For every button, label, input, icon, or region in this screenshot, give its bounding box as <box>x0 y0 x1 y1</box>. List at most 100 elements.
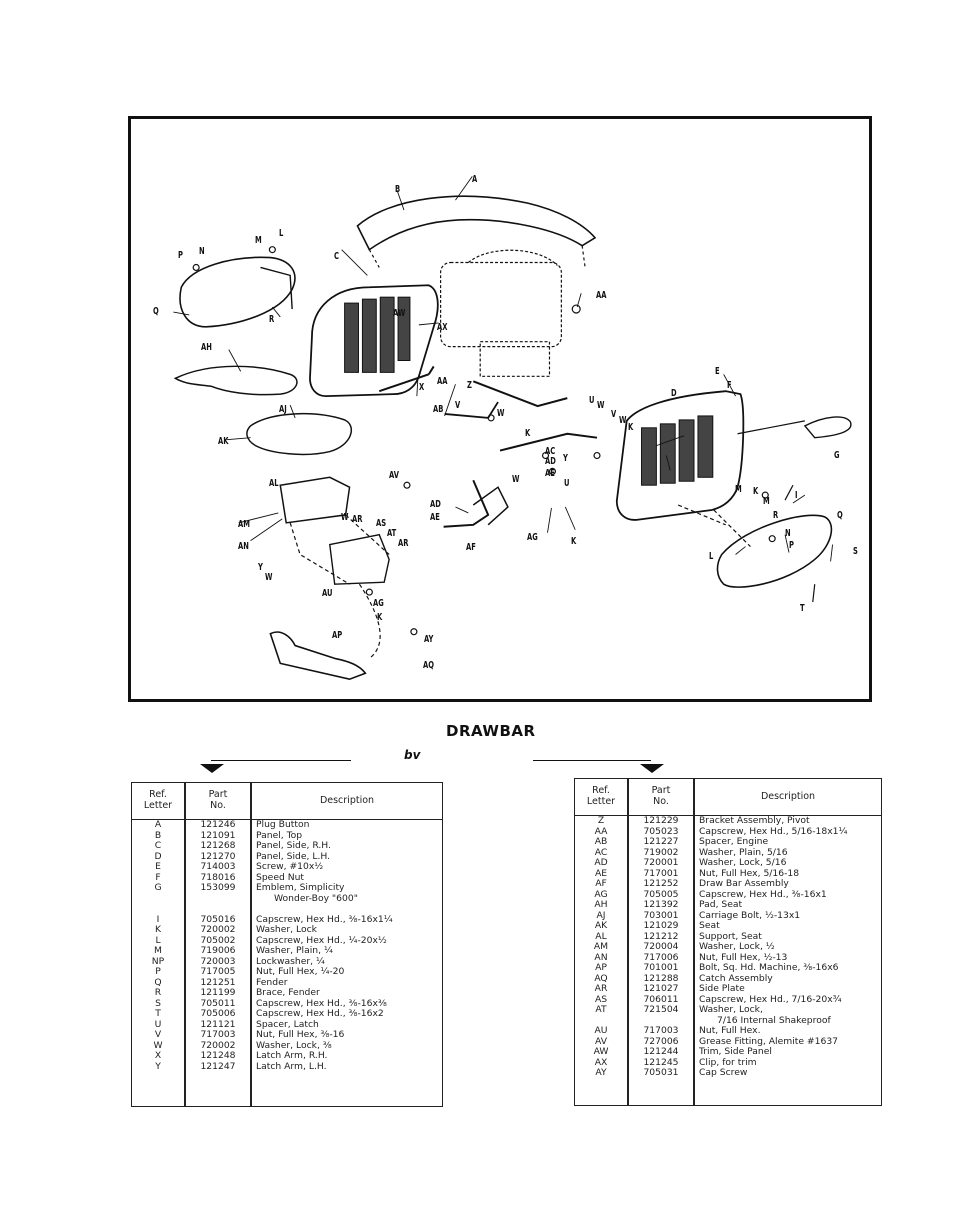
callout-label: AY <box>424 634 434 645</box>
diagram-artwork <box>173 176 852 681</box>
cell-ref-letter: AF <box>595 878 607 889</box>
grille-rh <box>344 296 411 373</box>
cell-ref-letter: AN <box>594 951 608 963</box>
callout-label: AD <box>545 456 556 467</box>
callout-label: W <box>265 572 273 583</box>
header-description: Description <box>251 782 443 820</box>
callout-label: N <box>199 246 205 257</box>
filler-cell <box>184 1072 252 1107</box>
cell-ref-letter: AL <box>595 930 607 942</box>
cell-description: Latch Arm, L.H. <box>256 1060 327 1072</box>
cell-part-no: 121091 <box>184 830 252 841</box>
cell-part-no: 121121 <box>184 1019 252 1030</box>
callout-label: I <box>795 490 798 501</box>
callout-label: Q <box>153 306 159 317</box>
cell-description: Washer, Plain, ¼ <box>256 945 333 956</box>
leader-lines <box>173 176 834 562</box>
cell-ref-letter: AW <box>593 1046 609 1057</box>
cell-ref-letter: Z <box>597 815 605 826</box>
cell-description: Plug Button <box>256 819 310 830</box>
cell-description: Nut, Full Hex, ½-13 <box>699 951 788 963</box>
cell-part-no: 121245 <box>627 1057 695 1068</box>
cell-description: Seat <box>699 920 720 931</box>
callout-label: K <box>377 612 383 623</box>
exploded-parts-diagram: A B C L M P N Q R AA AW AX AH AJ AK X AA… <box>128 116 872 702</box>
table-row: Wonder-Boy "600" <box>132 893 443 905</box>
callout-label: C <box>334 251 339 262</box>
seat <box>246 413 353 456</box>
cell-description: Brace, Fender <box>256 987 320 998</box>
cell-part-no: 121248 <box>184 1050 252 1062</box>
callout-label: F <box>727 380 732 391</box>
catch-assembly <box>269 631 367 681</box>
callout-label: M <box>763 496 770 507</box>
cell-description: Washer, Lock, 5/16 <box>699 857 787 868</box>
cell-part-no: 720004 <box>627 941 695 953</box>
fender-top-left <box>179 256 296 328</box>
cell-description: Lockwasher, ¼ <box>256 955 325 967</box>
cell-part-no: 705002 <box>184 935 252 946</box>
callout-label: AR <box>398 538 409 549</box>
callout-label: P <box>789 540 794 551</box>
filler-cell <box>694 1079 882 1106</box>
cell-part-no <box>184 904 252 915</box>
table-filler-row <box>575 1078 882 1106</box>
seat-pad <box>173 365 298 396</box>
cell-ref-letter <box>132 894 186 905</box>
callout-label: AS <box>376 518 387 529</box>
cell-part-no <box>184 893 252 904</box>
engine-outline <box>440 249 562 377</box>
header-ref-text: Ref. Letter <box>586 785 616 807</box>
table-header-row: Ref. Letter Part No. Description <box>574 778 882 816</box>
cell-ref-letter: C <box>154 840 162 851</box>
callout-label: U <box>564 478 570 489</box>
cell-ref-letter: AT <box>595 1004 607 1015</box>
cell-ref-letter: V <box>154 1029 162 1040</box>
callout-label: N <box>785 528 791 539</box>
callout-label: AU <box>322 588 333 599</box>
cell-part-no: 717003 <box>627 1025 695 1037</box>
cell-ref-letter: AK <box>594 920 608 931</box>
cell-part-no: 718016 <box>184 872 252 883</box>
side-panel-rh <box>309 284 439 398</box>
cell-part-no: 121227 <box>627 836 695 848</box>
callout-label: AL <box>269 478 279 489</box>
cell-description: Latch Arm, R.H. <box>256 1050 328 1061</box>
callout-label: AW <box>393 308 406 319</box>
cell-part-no: 121027 <box>627 983 695 995</box>
cell-part-no: 705031 <box>627 1067 695 1079</box>
callout-label: AT <box>387 528 397 539</box>
callout-label: AF <box>466 542 476 553</box>
cell-ref-letter: AH <box>594 899 608 910</box>
cell-ref-letter: M <box>154 945 162 956</box>
cell-ref-letter: L <box>155 934 161 946</box>
cell-part-no: 717005 <box>184 966 252 978</box>
cell-description: Washer, Lock, <box>699 1004 763 1015</box>
header-part-no: Part No. <box>184 782 252 820</box>
cell-part-no: 121270 <box>184 851 252 862</box>
table-row: 7/16 Internal Shakeproof <box>575 1015 882 1026</box>
callout-label: AB <box>433 404 444 415</box>
callout-label: AA <box>596 290 607 301</box>
cell-ref-letter: AX <box>594 1056 608 1068</box>
callout-label: S <box>853 546 858 557</box>
section-title: DRAWBAR <box>446 722 536 740</box>
cell-description: Panel, Top <box>256 829 303 841</box>
drawbar-assembly <box>378 365 568 408</box>
